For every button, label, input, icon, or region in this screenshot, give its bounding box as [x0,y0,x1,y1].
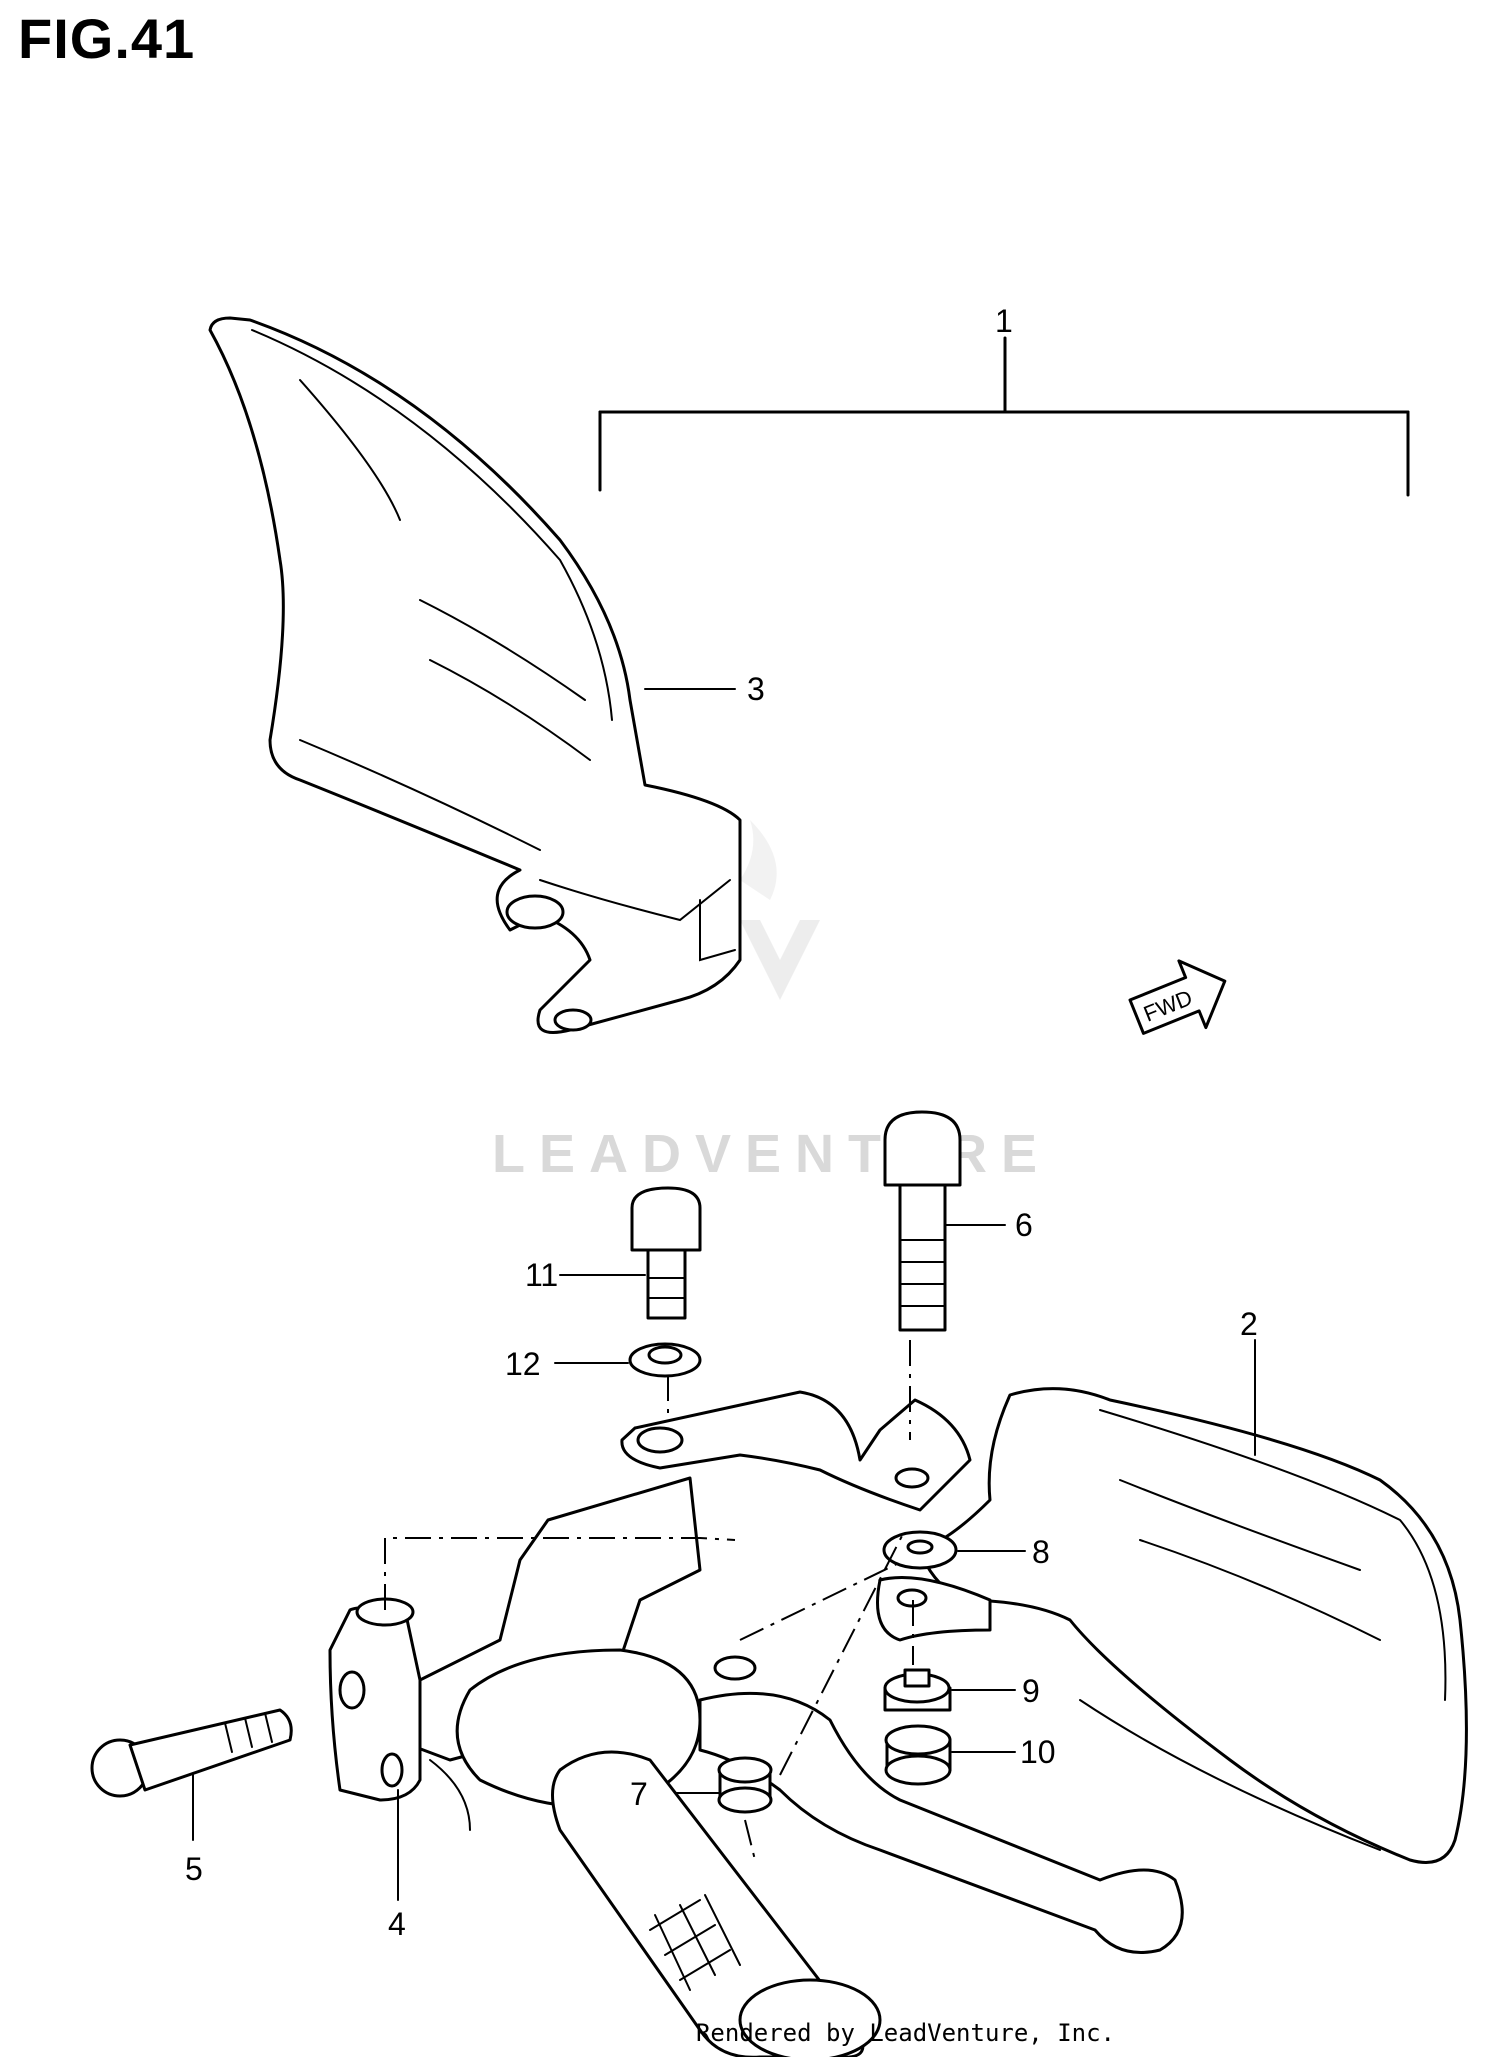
brake-lever [698,1655,1184,1954]
assembly-bracket [598,336,1410,497]
collar-washer [628,1342,702,1378]
figure-title: FIG.41 [18,7,196,70]
assembly-centerlines [384,1340,914,1861]
handlebar-grip [551,1750,882,2057]
callout-12: 12 [505,1346,541,1382]
callout-5: 5 [185,1851,203,1887]
flat-washer [882,1530,958,1570]
hand-guard-upper [208,316,742,1034]
pivot-collar [717,1756,773,1814]
callout-10: 10 [1020,1734,1056,1770]
callout-1: 1 [995,303,1013,339]
bolt-short [630,1186,702,1320]
callout-7: 7 [630,1776,648,1812]
callout-11: 11 [525,1257,558,1293]
mounting-plate [620,1390,972,1512]
callout-8: 8 [1032,1534,1050,1570]
lower-plate [876,1576,992,1642]
callout-2: 2 [1240,1306,1258,1342]
hand-guard-lower [918,1387,1468,1864]
watermark-text: LEADVENTURE [492,1124,1051,1184]
leadventure-logo-watermark [740,820,820,1000]
fwd-direction-arrow: FWD [1128,959,1227,1035]
nut [883,1668,952,1712]
clamp-screw [90,1708,293,1798]
callout-9: 9 [1022,1673,1040,1709]
callout-6: 6 [1015,1207,1033,1243]
spacer-collar [884,1724,952,1786]
callout-4: 4 [388,1906,406,1942]
bolt-long [883,1110,962,1332]
render-credit: Rendered by LeadVenture, Inc. [695,2019,1115,2047]
callout-3: 3 [747,671,765,707]
